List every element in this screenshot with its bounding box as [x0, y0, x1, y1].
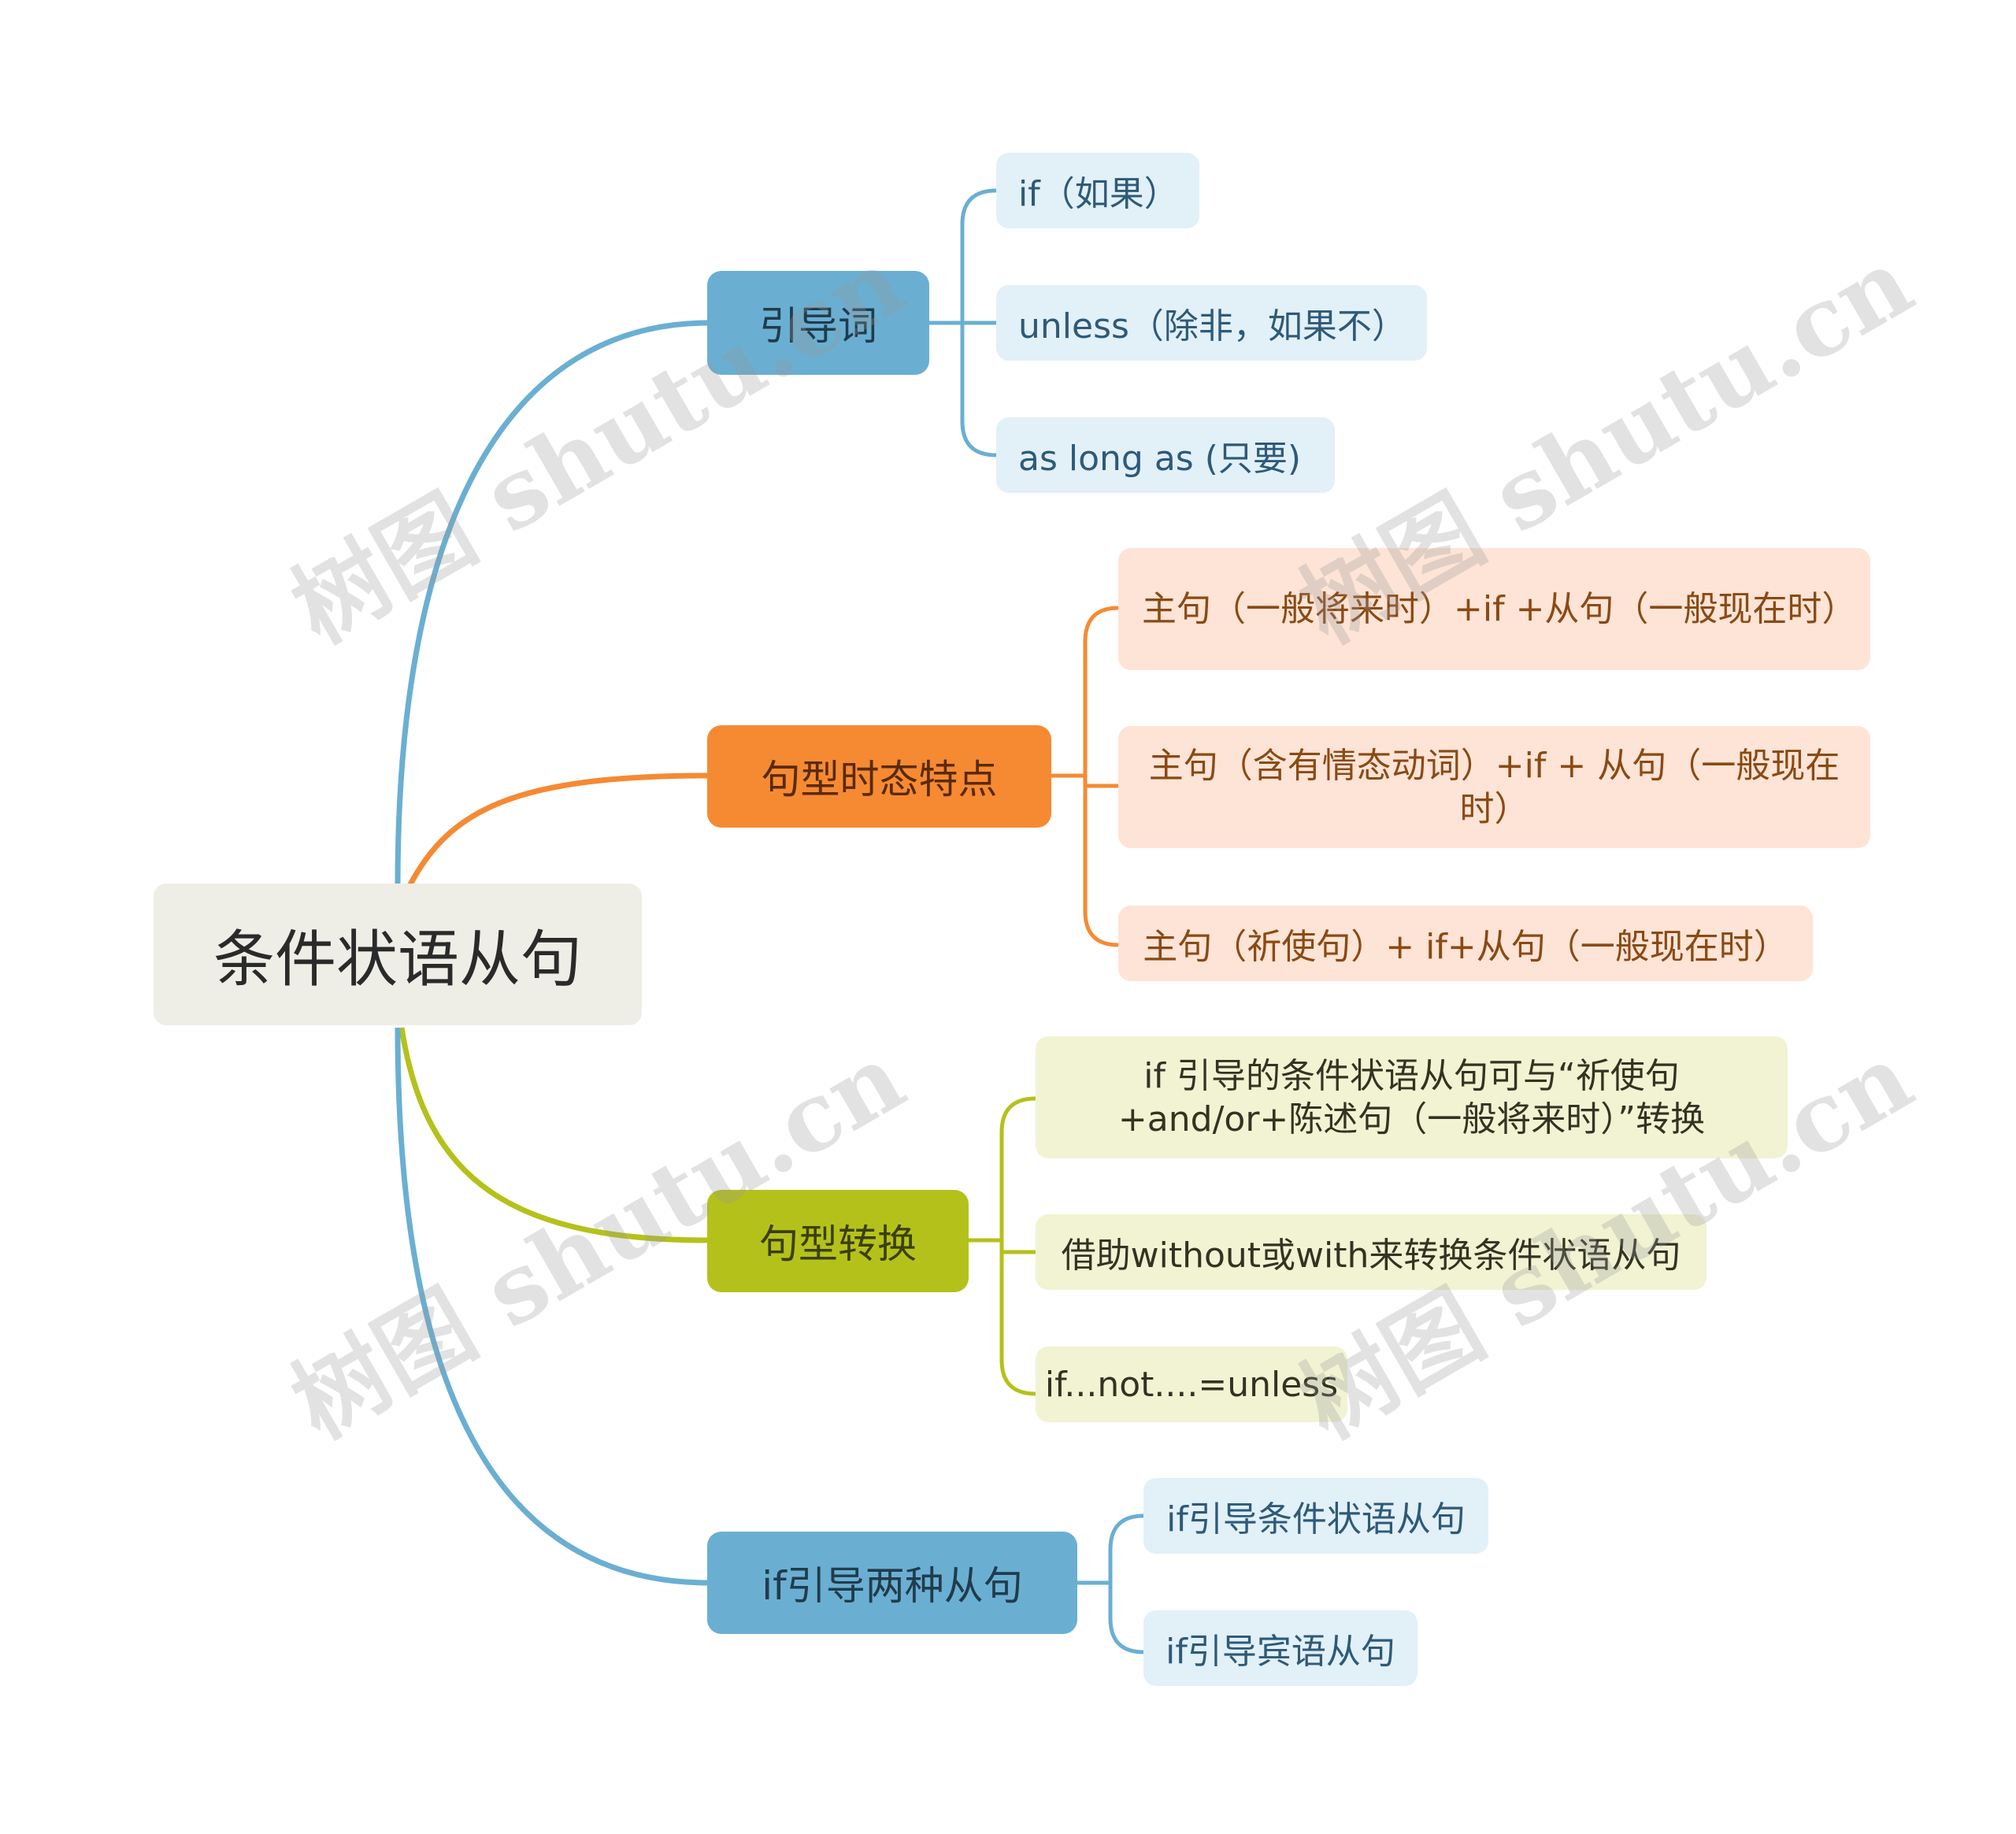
leaf-3-3[interactable]: if...not....=unless — [1036, 1347, 1347, 1422]
bracket-branch-4 — [1077, 1514, 1144, 1654]
leaf-4-2-label: if引导宾语从句 — [1166, 1632, 1395, 1672]
leaf-3-2[interactable]: 借助without或with来转换条件状语从句 — [1036, 1214, 1707, 1290]
leaf-3-1-label: if 引导的条件状语从句可与“祈使句+and/or+陈述句（一般将来时）”转换 — [1117, 1055, 1706, 1139]
leaf-4-1[interactable]: if引导条件状语从句 — [1143, 1478, 1488, 1554]
link-root-branch-1 — [395, 320, 710, 887]
link-root-branch-2 — [406, 773, 710, 887]
branch-node-4[interactable]: if引导两种从句 — [707, 1532, 1077, 1634]
leaf-2-1-label: 主句（一般将来时）+if +从句（一般现在时） — [1142, 589, 1857, 629]
leaf-2-3-label: 主句（祈使句）+ if+从句（一般现在时） — [1143, 927, 1788, 967]
branch-node-2[interactable]: 句型时态特点 — [707, 725, 1051, 828]
link-root-branch-3 — [398, 1027, 710, 1243]
leaf-4-1-label: if引导条件状语从句 — [1166, 1499, 1466, 1539]
root-node[interactable]: 条件状语从句 — [154, 884, 642, 1025]
branch-4-label: if引导两种从句 — [762, 1563, 1023, 1609]
bracket-branch-1 — [929, 188, 997, 458]
bracket-branch-3 — [969, 1096, 1036, 1396]
leaf-3-2-label: 借助without或with来转换条件状语从句 — [1061, 1236, 1681, 1276]
leaf-3-1[interactable]: if 引导的条件状语从句可与“祈使句+and/or+陈述句（一般将来时）”转换 — [1036, 1036, 1788, 1158]
leaf-2-2[interactable]: 主句（含有情态动词）+if + 从句（一般现在时） — [1118, 726, 1870, 848]
branch-node-3[interactable]: 句型转换 — [707, 1190, 969, 1292]
branch-1-label: 引导词 — [759, 303, 877, 349]
root-label: 条件状语从句 — [213, 924, 582, 995]
branch-2-label: 句型时态特点 — [761, 757, 998, 802]
leaf-4-2[interactable]: if引导宾语从句 — [1143, 1610, 1418, 1686]
leaf-1-2-label: unless（除非，如果不） — [1018, 306, 1406, 346]
leaf-1-3[interactable]: as long as (只要) — [996, 417, 1335, 493]
leaf-1-1[interactable]: if（如果） — [996, 153, 1199, 228]
leaf-1-3-label: as long as (只要) — [1018, 439, 1302, 479]
branch-3-label: 句型转换 — [759, 1221, 917, 1267]
leaf-1-1-label: if（如果） — [1018, 174, 1179, 214]
leaf-2-3[interactable]: 主句（祈使句）+ if+从句（一般现在时） — [1118, 906, 1813, 981]
link-root-branch-4 — [395, 1027, 710, 1586]
branch-node-1[interactable]: 引导词 — [707, 271, 929, 375]
leaf-2-2-label: 主句（含有情态动词）+if + 从句（一般现在时） — [1148, 745, 1840, 829]
bracket-branch-2 — [1051, 606, 1119, 947]
leaf-1-2[interactable]: unless（除非，如果不） — [996, 285, 1427, 361]
leaf-3-3-label: if...not....=unless — [1044, 1364, 1339, 1405]
leaf-2-1[interactable]: 主句（一般将来时）+if +从句（一般现在时） — [1118, 548, 1870, 670]
